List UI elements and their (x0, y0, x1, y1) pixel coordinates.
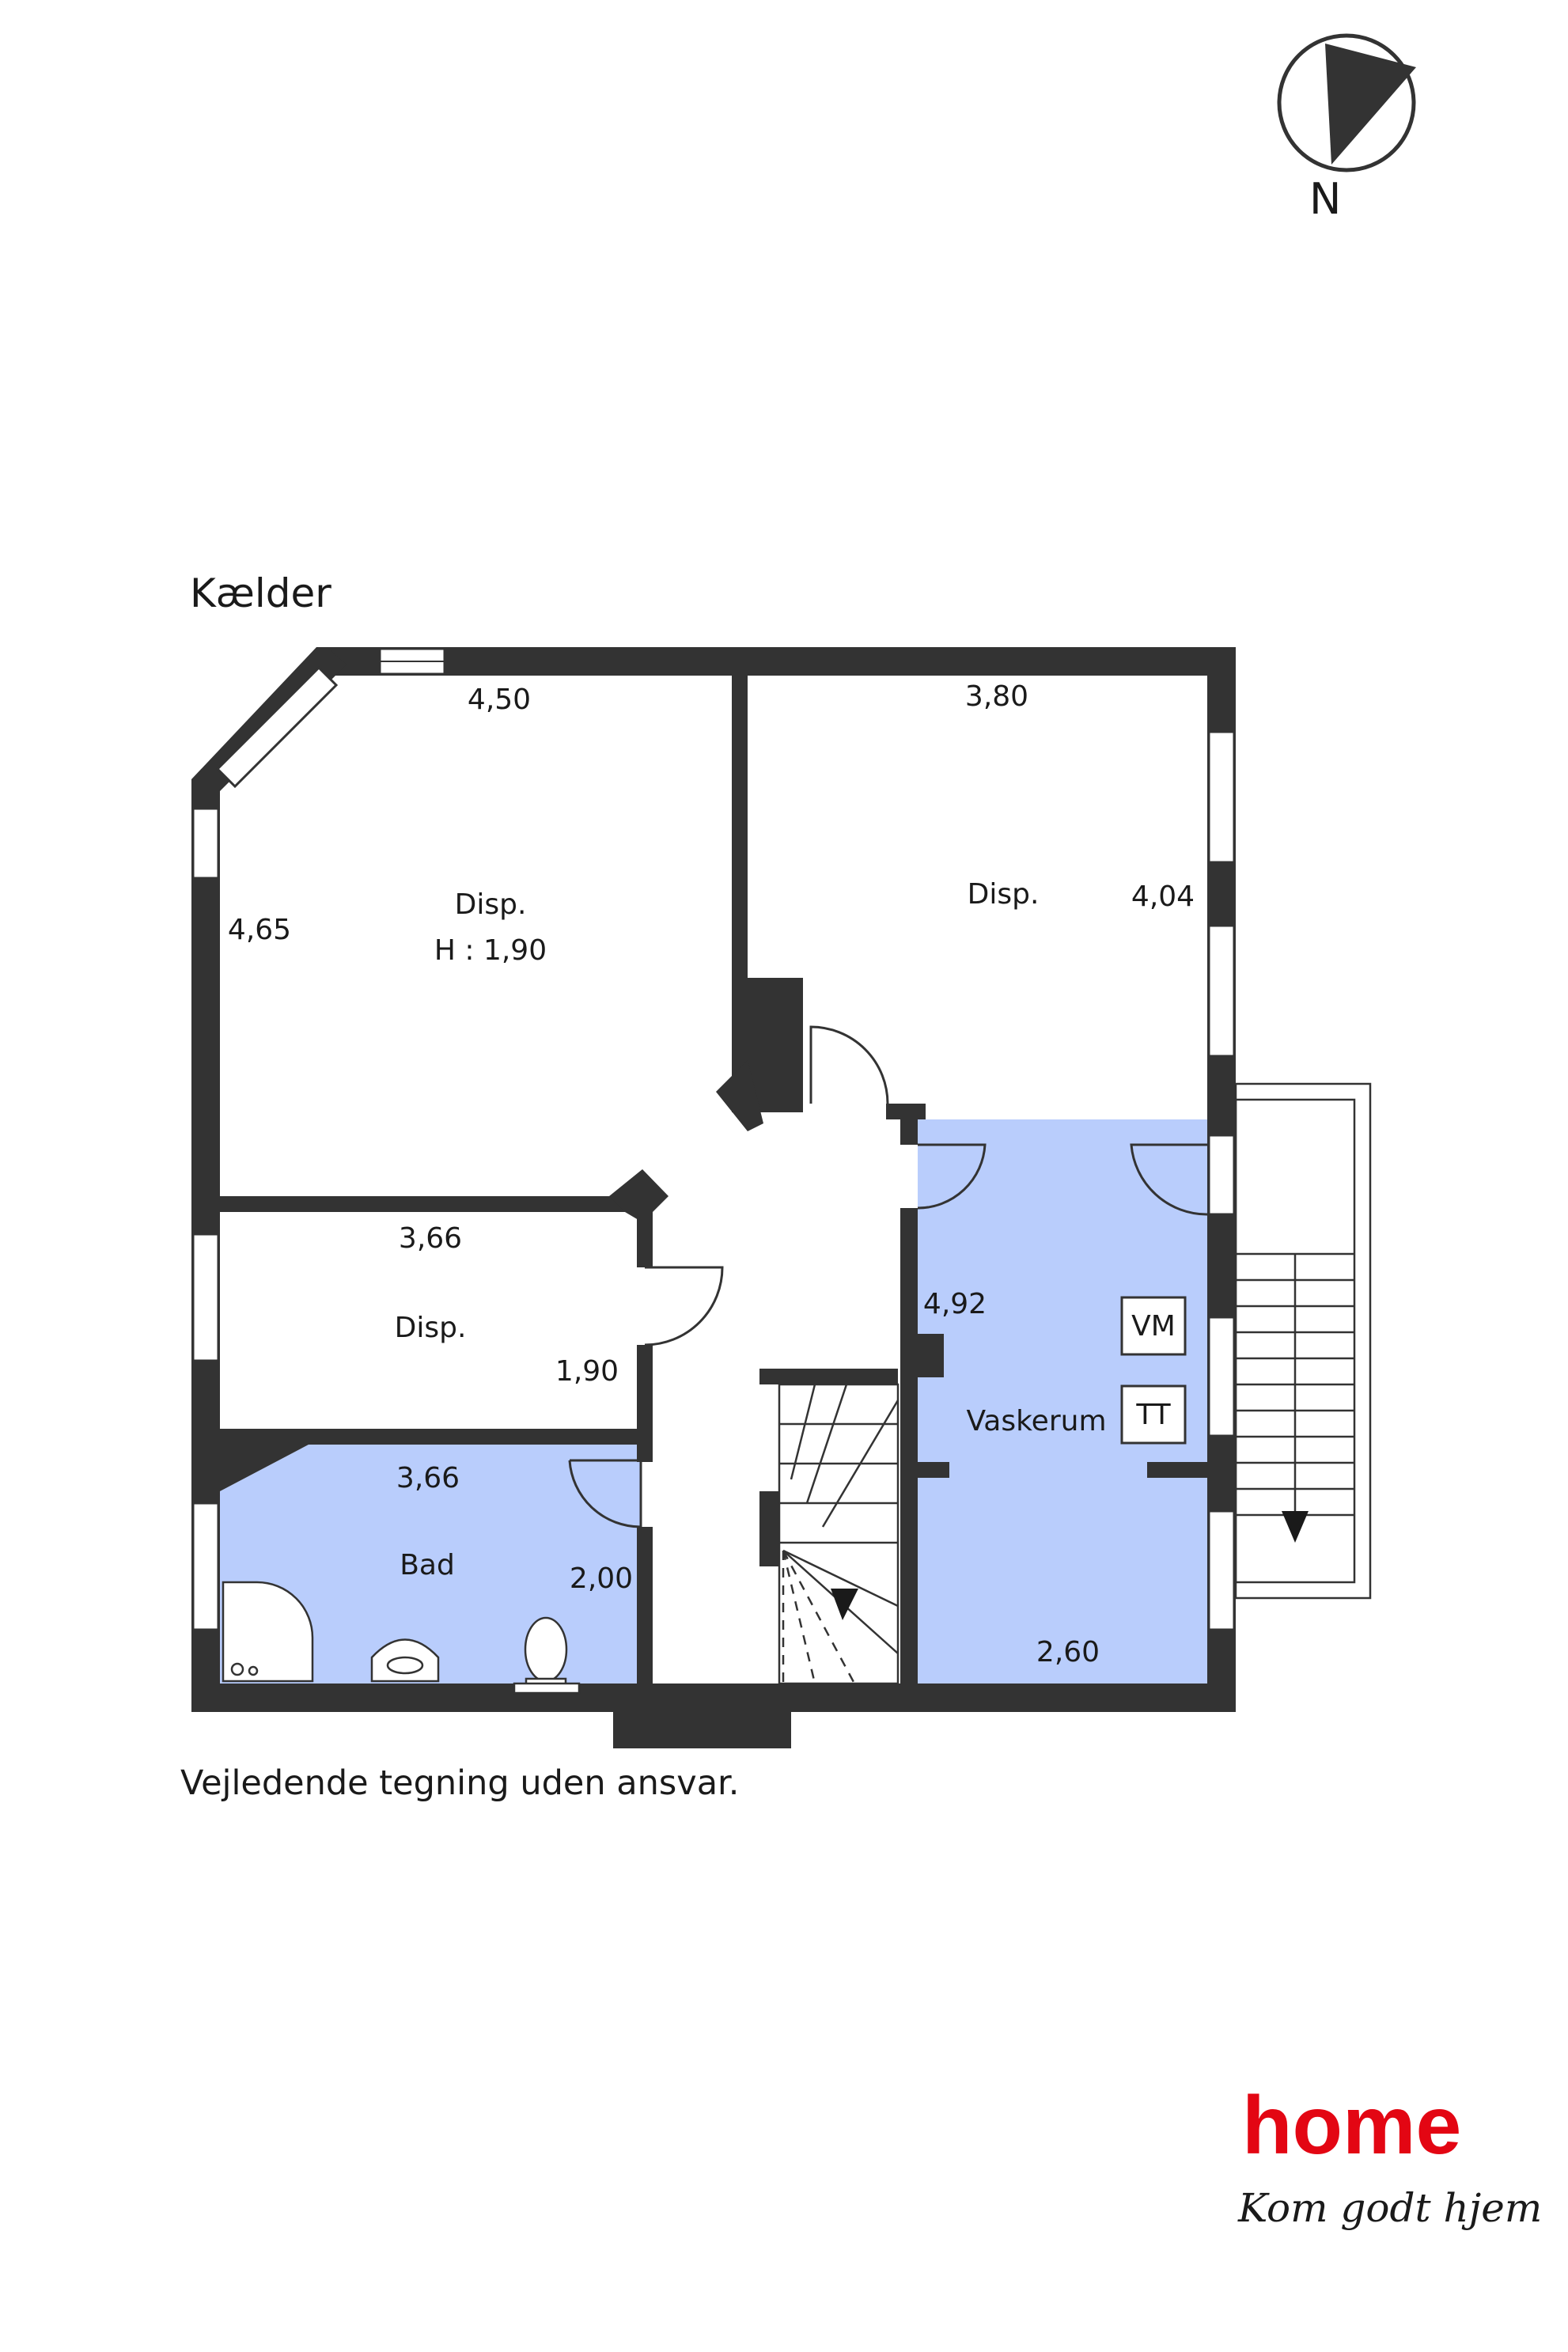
shower-tap-icon (230, 1662, 244, 1676)
disp-large-depth: 4,65 (228, 914, 291, 946)
door-bad (568, 1459, 642, 1528)
disp-right-depth: 4,04 (1131, 881, 1195, 913)
brand-name: home (1242, 2080, 1461, 2172)
floor-title: Kælder (190, 570, 331, 616)
disp-small-depth: 1,90 (555, 1355, 619, 1388)
dryer-label: TT (1135, 1399, 1171, 1431)
washer-box (1120, 1296, 1187, 1356)
disp-large-name: Disp. (455, 888, 527, 921)
vaskerum-depth: 4,92 (923, 1288, 987, 1320)
bathroom-fixtures (222, 1581, 581, 1695)
vaskerum-width: 2,60 (1036, 1636, 1100, 1668)
compass: N (1277, 33, 1416, 224)
compass-ring (1277, 33, 1416, 172)
exterior-stair (1234, 1082, 1372, 1600)
door-vaskerum-right (1130, 1143, 1208, 1216)
disp-right-width: 3,80 (965, 680, 1028, 713)
brand-tagline: Kom godt hjem (1237, 2185, 1542, 2231)
window-left-1 (191, 807, 220, 880)
exterior-stair-arrow-icon (1282, 1511, 1309, 1543)
compass-needle-icon (1325, 44, 1416, 165)
windows (191, 647, 1236, 1631)
disclaimer: Vejledende tegning uden ansvar. (180, 1763, 739, 1803)
brand-logo: home Kom godt hjem (1237, 2080, 1542, 2231)
door-hall-top (809, 1025, 889, 1104)
bad-depth: 2,00 (570, 1562, 633, 1595)
disp-large-width: 4,50 (468, 684, 531, 716)
washer-label: VM (1131, 1310, 1176, 1343)
bad-name: Bad (400, 1549, 455, 1581)
window-left-3 (191, 1502, 220, 1631)
interior-stair (778, 1383, 900, 1685)
door-vaskerum-left (917, 1143, 987, 1210)
disp-small-width: 3,66 (399, 1222, 462, 1255)
vaskerum-name: Vaskerum (966, 1405, 1106, 1437)
door-disp-small (644, 1266, 724, 1346)
window-right-3 (1207, 1134, 1236, 1216)
toilet-icon (524, 1616, 568, 1683)
window-right-2 (1207, 924, 1236, 1058)
appliances: VM TT (1120, 1296, 1187, 1445)
room-labels: 4,50 4,65 Disp. H : 1,90 3,80 Disp. 4,04… (228, 680, 1195, 1668)
window-right-4 (1207, 1316, 1236, 1437)
window-right-1 (1207, 730, 1236, 864)
window-right-5 (1207, 1509, 1236, 1631)
stair-down-arrow-icon (831, 1589, 858, 1620)
disp-right-name: Disp. (968, 878, 1040, 911)
shower-icon (222, 1581, 314, 1683)
dryer-box (1120, 1384, 1187, 1445)
disp-large-height: H : 1,90 (434, 934, 547, 967)
window-diagonal (215, 665, 339, 789)
doors (568, 1025, 1208, 1528)
disp-small-name: Disp. (395, 1312, 467, 1344)
window-left-2 (191, 1233, 220, 1362)
compass-north-label: N (1309, 174, 1341, 224)
bad-width: 3,66 (396, 1462, 460, 1494)
